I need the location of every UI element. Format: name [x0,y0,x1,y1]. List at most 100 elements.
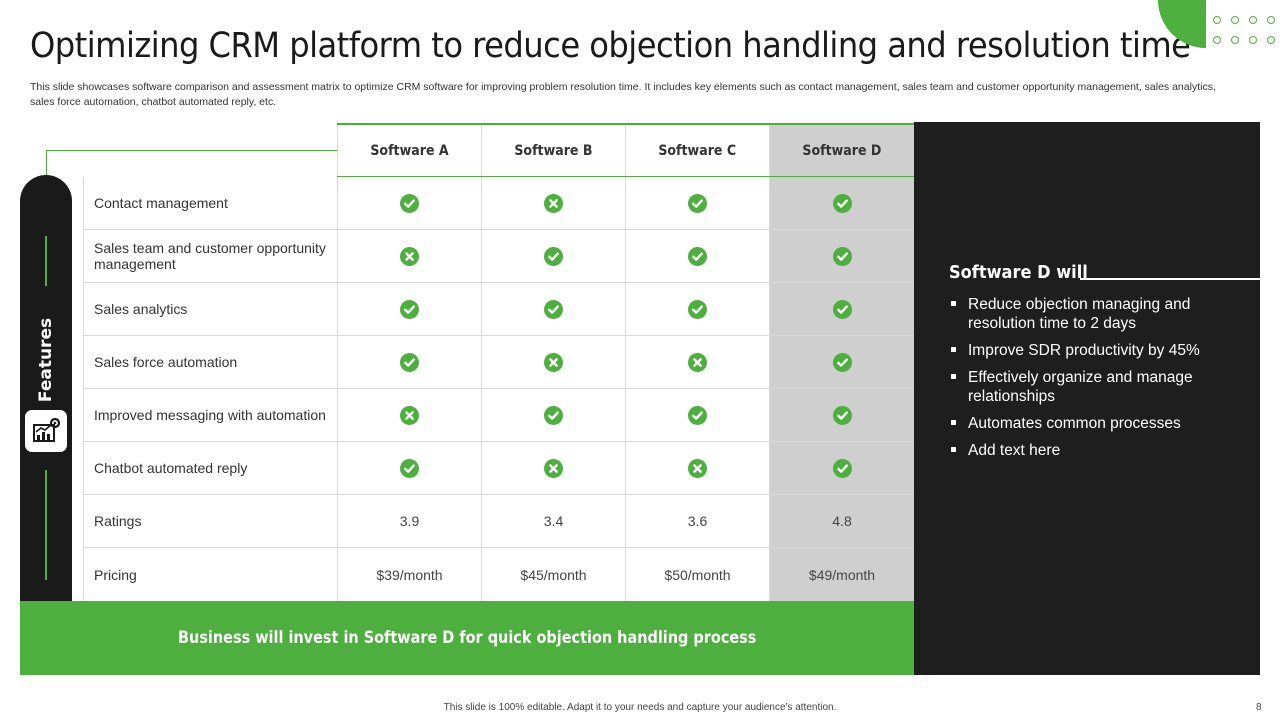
conclusion-text: Business will invest in Software D for q… [177,628,757,648]
table-top-border [337,123,914,125]
sidebar-accent-line [45,470,47,580]
feature-label: Sales force automation [83,336,337,388]
check-icon [832,193,852,213]
check-icon [400,458,419,478]
slide-title: Optimizing CRM platform to reduce object… [30,26,1191,66]
cross-icon [544,458,563,478]
table-cell [625,283,769,335]
panel-heading: Software D will [949,262,1088,283]
panel-bullet: Automates common processes [950,414,1240,433]
check-icon [832,299,852,319]
table-row: Contact management [83,177,914,230]
connector-line [46,150,338,151]
check-icon [544,405,563,425]
table-cell-value: 4.8 [769,495,914,547]
slide-subtitle: This slide showcases software comparison… [30,81,1216,108]
panel-bullet-list: Reduce objection managing and resolution… [950,295,1240,468]
cross-icon [400,405,419,425]
table-row: Sales team and customer opportunity mana… [83,230,914,283]
table-cell [769,283,914,335]
table-cell [337,442,481,494]
table-cell [337,177,481,229]
table-cell-value: 3.9 [337,495,481,547]
column-header-software-a: Software A [337,125,481,177]
feature-label: Sales team and customer opportunity mana… [83,230,337,282]
dot-decoration [1249,36,1257,44]
check-icon [400,299,419,319]
dot-grid-decoration [1213,16,1279,44]
table-row: Improved messaging with automation [83,389,914,442]
footer-note: This slide is 100% editable. Adapt it to… [443,702,837,713]
dot-decoration [1267,36,1275,44]
table-cell [337,336,481,388]
cross-icon [688,458,707,478]
table-cell [481,389,625,441]
dot-decoration [1213,36,1221,44]
check-icon [688,299,707,319]
table-cell [769,336,914,388]
sidebar-accent-line [45,236,47,286]
table-row: Sales analytics [83,283,914,336]
dot-decoration [1231,36,1239,44]
features-label: Features [36,317,56,403]
check-icon [832,405,852,425]
conclusion-banner: Business will invest in Software D for q… [20,601,914,675]
table-cell-value: $45/month [481,548,625,601]
column-header-software-d: Software D [769,125,914,177]
feature-label: Pricing [83,548,337,601]
check-icon [832,246,852,266]
chart-gear-icon [25,410,67,452]
column-header-software-b: Software B [481,125,625,177]
panel-bullet: Effectively organize and manage relation… [950,368,1240,406]
table-cell [769,389,914,441]
table-cell-value: $50/month [625,548,769,601]
table-cell-value: $39/month [337,548,481,601]
table-cell [481,230,625,282]
check-icon [688,405,707,425]
table-cell-value: $49/month [769,548,914,601]
table-cell [337,389,481,441]
panel-bullet: Improve SDR productivity by 45% [950,341,1240,360]
table-cell [481,283,625,335]
table-cell [481,177,625,229]
dot-decoration [1249,16,1257,24]
feature-label: Improved messaging with automation [83,389,337,441]
table-cell [337,230,481,282]
table-cell [481,336,625,388]
table-cell [769,442,914,494]
software-d-summary-panel [914,122,1260,675]
panel-heading-underline [1080,278,1260,280]
column-header-software-c: Software C [625,125,769,177]
check-icon [400,193,419,213]
table-cell [337,283,481,335]
panel-bullet: Reduce objection managing and resolution… [950,295,1240,333]
check-icon [544,299,563,319]
check-icon [400,352,419,372]
table-row: Chatbot automated reply [83,442,914,495]
header-divider [337,176,914,177]
feature-label: Sales analytics [83,283,337,335]
cross-icon [544,352,563,372]
feature-label: Contact management [83,177,337,229]
table-cell-value: 3.4 [481,495,625,547]
table-cell [481,442,625,494]
cross-icon [400,246,419,266]
table-cell [625,230,769,282]
connector-line [46,150,47,178]
table-cell [769,177,914,229]
check-icon [688,193,707,213]
dot-decoration [1267,16,1275,24]
panel-bullet: Add text here [950,441,1240,460]
table-cell [625,442,769,494]
dot-decoration [1231,16,1239,24]
dot-decoration [1213,16,1221,24]
check-icon [544,246,563,266]
table-cell [625,177,769,229]
table-cell [769,230,914,282]
cross-icon [544,193,563,213]
feature-label: Ratings [83,495,337,547]
table-cell [625,389,769,441]
table-row: Pricing$39/month$45/month$50/month$49/mo… [83,548,914,601]
